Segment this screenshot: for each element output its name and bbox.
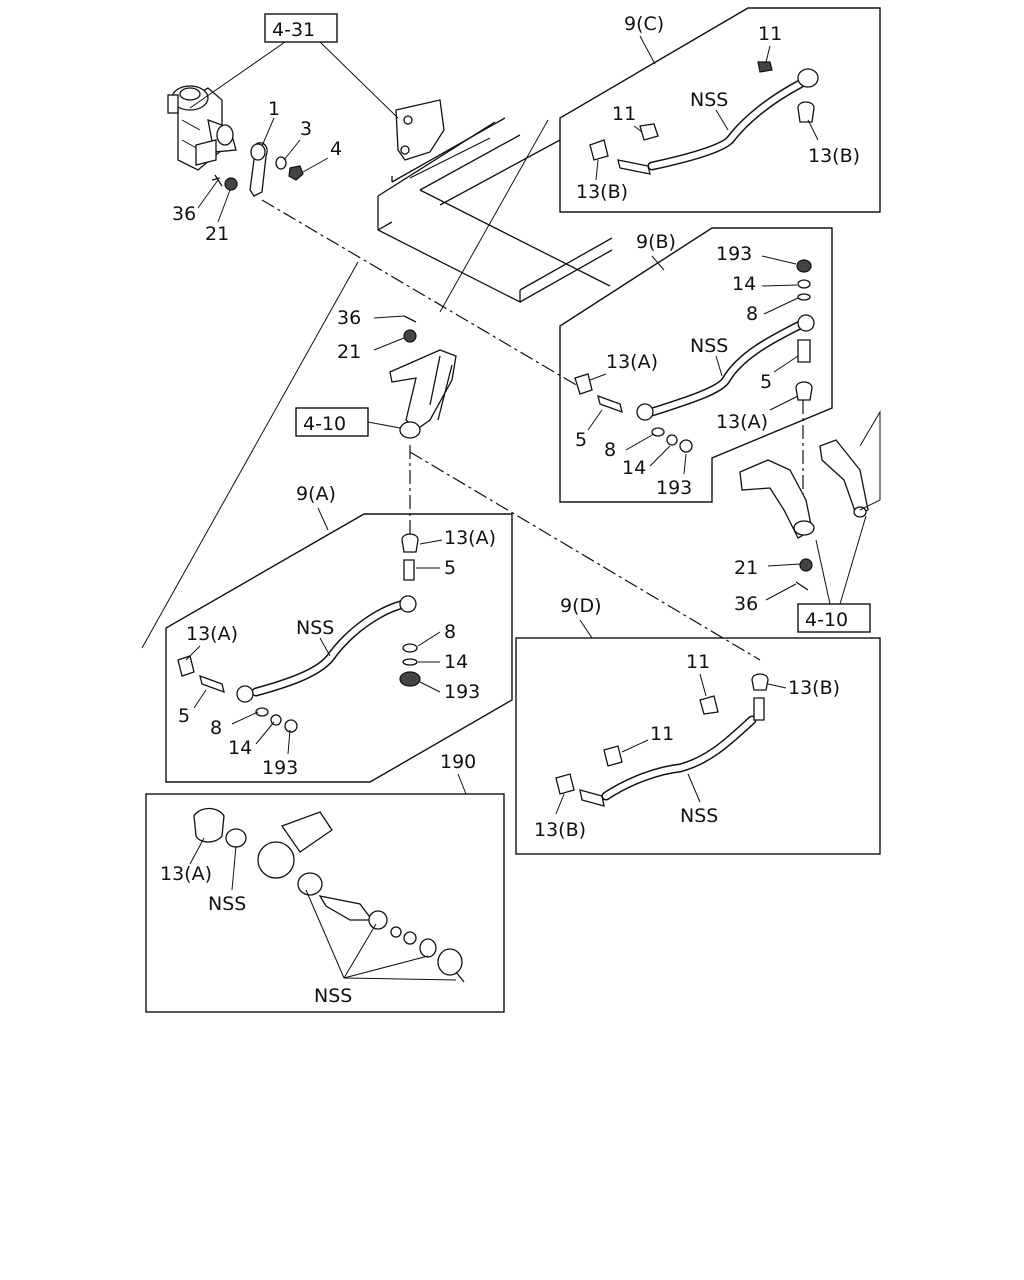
label-11-9d-top: 11 xyxy=(686,651,710,673)
group-9a[interactable]: 9(A) 13(A) 5 NSS 8 14 193 13(A) 5 8 14 xyxy=(165,483,513,783)
label-nss-9d: NSS xyxy=(680,805,718,827)
label-193-9b-top: 193 xyxy=(716,243,752,265)
ref-label-4-10-right: 4-10 xyxy=(805,609,848,631)
group-9c[interactable]: 9(C) 11 NSS 11 13(B) 13(B) xyxy=(559,7,881,213)
label-8-9b-bottom: 8 xyxy=(604,439,616,461)
label-nss-9a: NSS xyxy=(296,617,334,639)
label-13a-9b-right: 13(A) xyxy=(716,411,768,433)
label-8-9a-right: 8 xyxy=(444,621,456,643)
steering-gear-box xyxy=(167,85,237,171)
label-11-9c-top: 11 xyxy=(758,23,782,45)
centerline-idler-to-9d xyxy=(409,451,761,661)
ref-box-4-10-center[interactable]: 4-10 xyxy=(295,407,369,437)
group-label-9a: 9(A) xyxy=(296,483,336,505)
label-5-9a-left: 5 xyxy=(178,705,190,727)
label-13a-9a-top: 13(A) xyxy=(444,527,496,549)
cotter-pin-36-top xyxy=(211,174,223,187)
label-193-9b-bottom: 193 xyxy=(656,477,692,499)
group-label-9d: 9(D) xyxy=(560,595,602,617)
nut-21-right xyxy=(799,558,813,572)
ref-box-4-31[interactable]: 4-31 xyxy=(264,13,338,43)
centerline-gear-to-9b xyxy=(261,199,579,387)
pitman-arm xyxy=(249,142,268,197)
label-11-9d-mid: 11 xyxy=(650,723,674,745)
label-13b-9c-right: 13(B) xyxy=(808,145,860,167)
cotter-pin-36-mid xyxy=(403,315,417,323)
label-14-9b-top: 14 xyxy=(732,273,756,295)
label-4: 4 xyxy=(330,138,342,160)
ref-label-4-31: 4-31 xyxy=(272,19,315,41)
nut-4 xyxy=(288,165,304,181)
label-11-9c-left: 11 xyxy=(612,103,636,125)
label-nss-190-bottom: NSS xyxy=(314,985,352,1007)
ref-label-4-10-center: 4-10 xyxy=(303,413,346,435)
group-label-9b: 9(B) xyxy=(636,231,676,253)
label-36-right: 36 xyxy=(734,593,758,615)
label-nss-9c: NSS xyxy=(690,89,728,111)
group-9b[interactable]: 9(B) 193 14 8 NSS 13(A) 5 13(A) 5 8 14 xyxy=(559,227,833,503)
nut-21-mid xyxy=(403,329,417,343)
label-13a-190: 13(A) xyxy=(160,863,212,885)
nut-21-top xyxy=(224,177,238,191)
label-14-9b-bottom: 14 xyxy=(622,457,646,479)
label-193-9a-right: 193 xyxy=(444,681,480,703)
label-5-9b-left: 5 xyxy=(575,429,587,451)
label-14-9a-bottom: 14 xyxy=(228,737,252,759)
group-190[interactable]: 190 13(A) NSS NSS xyxy=(145,751,505,1013)
label-8-9a-bottom: 8 xyxy=(210,717,222,739)
label-nss-190-top: NSS xyxy=(208,893,246,915)
label-13a-9a-left: 13(A) xyxy=(186,623,238,645)
frame-bracket xyxy=(395,99,445,161)
group-9d[interactable]: 9(D) 11 13(B) 11 NSS 13(B) xyxy=(515,595,881,855)
label-8-9b-top: 8 xyxy=(746,303,758,325)
label-36-mid: 36 xyxy=(337,307,361,329)
label-1: 1 xyxy=(268,98,280,120)
knuckle-arm-right xyxy=(739,410,881,539)
label-13a-9b-left: 13(A) xyxy=(606,351,658,373)
group-label-190: 190 xyxy=(440,751,476,773)
label-21-top: 21 xyxy=(205,223,229,245)
group-label-9c: 9(C) xyxy=(624,13,664,35)
cotter-pin-36-right xyxy=(795,581,809,591)
washer-3 xyxy=(275,156,287,170)
label-13b-9c-left: 13(B) xyxy=(576,181,628,203)
idler-arm xyxy=(389,349,457,439)
label-5-9b-right: 5 xyxy=(760,371,772,393)
label-21-mid: 21 xyxy=(337,341,361,363)
label-21-right: 21 xyxy=(734,557,758,579)
label-14-9a-right: 14 xyxy=(444,651,468,673)
label-13b-9d-left: 13(B) xyxy=(534,819,586,841)
label-36-top: 36 xyxy=(172,203,196,225)
label-3: 3 xyxy=(300,118,312,140)
ref-box-4-10-right[interactable]: 4-10 xyxy=(797,603,871,633)
vehicle-frame-rail xyxy=(377,117,613,304)
label-13b-9d-right: 13(B) xyxy=(788,677,840,699)
label-nss-9b: NSS xyxy=(690,335,728,357)
label-5-9a-top: 5 xyxy=(444,557,456,579)
label-193-9a-bottom: 193 xyxy=(262,757,298,779)
